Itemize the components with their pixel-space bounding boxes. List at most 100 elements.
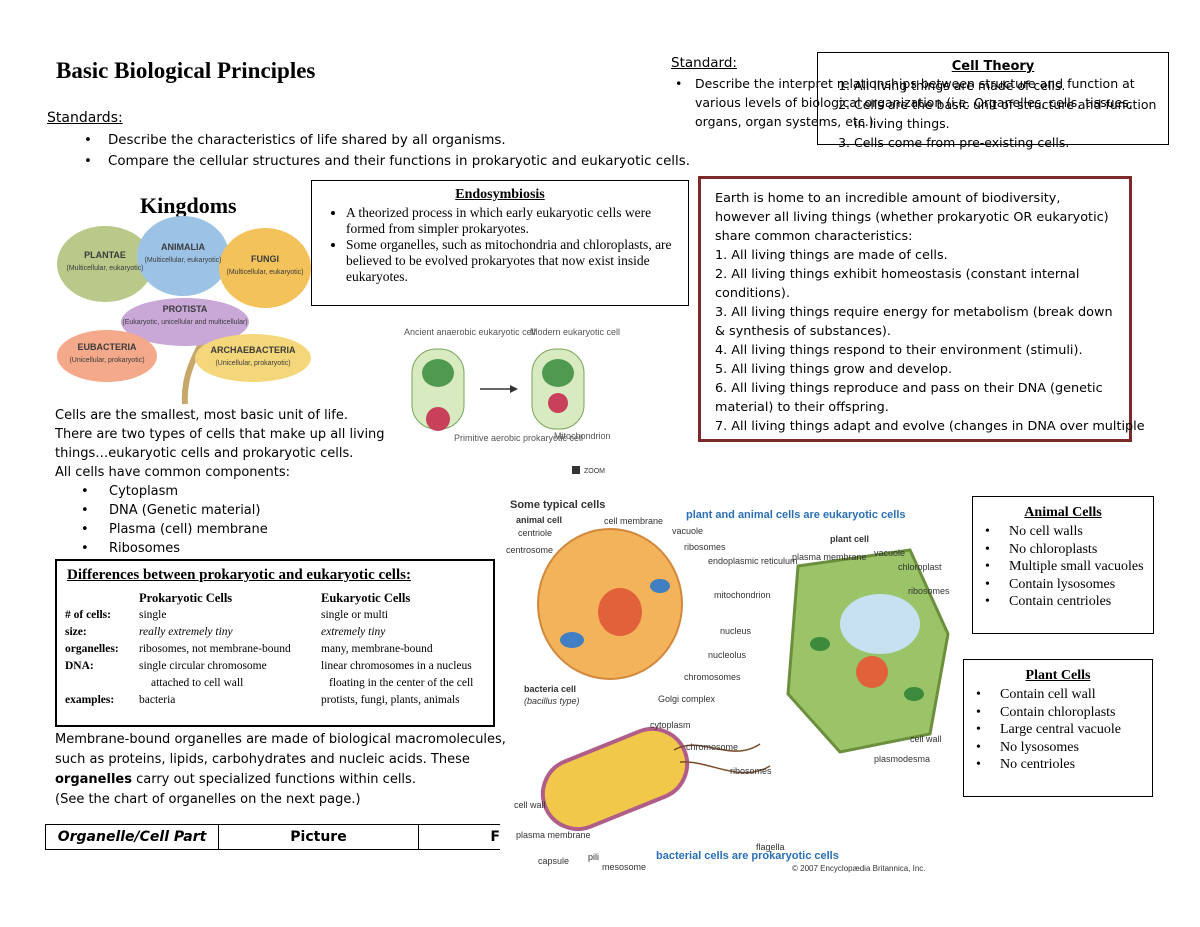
standards-label: Standards: [47,110,123,126]
cells-line: Cells are the smallest, most basic unit … [55,408,349,423]
col-eukaryotic: Eukaryotic Cells [321,591,411,605]
aerobic-label: Primitive aerobic prokaryotic cell [454,433,583,443]
label-cell-wall-bacteria: cell wall [514,800,546,810]
diversity-item: 6. All living things reproduce and pass … [715,381,1103,415]
eu-cell: floating in the center of the cell [329,677,474,689]
diversity-intro: Earth is home to an incredible amount of… [715,191,1109,244]
endosymbiosis-box: Endosymbiosis A theorized process in whi… [311,180,689,306]
bacillus-label: (bacillus type) [524,696,580,706]
archaebacteria-desc: (Unicellular, prokaryotic) [215,360,290,367]
eukaryotic-caption: plant and animal cells are eukaryotic ce… [686,509,906,521]
label-golgi: Golgi complex [658,694,716,704]
table-row: # of cells: single single or multi [65,607,479,624]
animal-item: No cell walls [973,523,1153,541]
eu-cell: many, membrane-bound [321,643,433,655]
standard2-body: Describe the interpret relationships bet… [695,76,1135,129]
table-row: attached to cell wall floating in the ce… [65,675,479,692]
endosymbiosis-item: Some organelles, such as mitochondria an… [346,237,680,285]
standard2-text: • Describe the interpret relationships b… [675,74,1165,131]
label-cytoplasm: cytoplasm [650,720,691,730]
row-label: examples: [65,694,115,706]
macro-line: Membrane-bound organelles are made of bi… [55,732,506,747]
component-item: Plasma (cell) membrane [55,520,385,539]
animal-nucleus [598,588,642,636]
cell-theory-item: All living things are made of cells. [854,76,1168,95]
animal-item: Contain centrioles [973,593,1153,611]
table-row: organelles: ribosomes, not membrane-boun… [65,641,479,658]
plantae-label: PLANTAE [84,250,126,260]
ancient-cell-label: Ancient anaerobic eukaryotic cell [404,327,536,337]
label-plasma-membrane-bacteria: plasma membrane [516,830,591,840]
table-row: examples: bacteria protists, fungi, plan… [65,692,479,709]
diversity-box: Earth is home to an incredible amount of… [698,176,1145,442]
macro-line: such as proteins, lipids, carbohydrates … [55,752,470,767]
component-item: Cytoplasm [55,482,385,501]
archaebacteria-label: ARCHAEBACTERIA [211,345,296,355]
row-label: size: [65,626,87,638]
differences-table: Prokaryotic Cells Eukaryotic Cells # of … [65,590,479,709]
eubacteria-desc: (Unicellular, prokaryotic) [69,357,144,364]
component-item: DNA (Genetic material) [55,501,385,520]
eubacteria-label: EUBACTERIA [77,342,137,352]
fungi-petal [219,228,311,308]
label-vacuole: vacuole [672,526,703,536]
eubacteria-petal [57,330,157,382]
cells-line: All cells have common components: [55,465,291,480]
animal-item: Multiple small vacuoles [973,558,1153,576]
eu-cell: protists, fungi, plants, animals [321,694,460,706]
header-function: F [418,824,500,850]
archaebacteria-petal [195,334,311,382]
organelles-bold: organelles [55,772,132,787]
label-flagella: flagella [756,842,785,852]
label-centrosome: centrosome [506,545,553,555]
cell-theory-item: Cells come from pre-existing cells. [854,133,1168,152]
label-cell-membrane: cell membrane [604,516,663,526]
endosymbiosis-item: A theorized process in which early eukar… [346,205,680,237]
kingdoms-diagram: PLANTAE ANIMALIA FUNGI PROTISTA EUBACTER… [57,216,311,405]
pro-cell: attached to cell wall [151,677,244,689]
macro-line: organelles carry out specialized functio… [55,770,506,790]
plant-item: No lysosomes [964,739,1152,757]
prokaryotic-caption: bacterial cells are prokaryotic cells [656,850,839,862]
eu-cell: linear chromosomes in a nucleus [321,660,472,672]
diversity-item: 3. All living things require energy for … [715,305,1113,339]
label-pili: pili [588,852,599,862]
diversity-item: 2. All living things exhibit homeostasis… [715,267,1080,301]
plant-item: No centrioles [964,756,1152,774]
standard-item: Compare the cellular structures and thei… [84,151,690,172]
cell-theory-item: Cells are the basic unit of structure an… [854,95,1168,133]
protista-label: PROTISTA [163,304,208,314]
macro-line-rest: carry out specialized functions within c… [131,772,416,787]
label-plasmodesma: plasmodesma [874,754,930,764]
diversity-item: 1. All living things are made of cells. [715,248,948,263]
label-cell-wall: cell wall [910,734,942,744]
plantae-petal [57,226,153,302]
standards-list: Describe the characteristics of life sha… [84,130,690,172]
header-picture: Picture [218,824,419,850]
plant-item: Large central vacuole [964,721,1152,739]
mitochondrion-label: Mitochondrion [554,431,611,441]
plant-item: Contain cell wall [964,686,1152,704]
label-chloroplast: chloroplast [898,562,942,572]
animal-item: Contain lysosomes [973,576,1153,594]
page-title: Basic Biological Principles [56,58,316,83]
animal-cells-box: Animal Cells No cell walls No chloroplas… [972,496,1154,634]
animalia-label: ANIMALIA [161,242,205,252]
zoom-icon[interactable]: ZOOM [572,466,605,475]
cells-line: There are two types of cells that make u… [55,427,385,442]
pro-cell: single [139,609,167,621]
table-header-row: Organelle/Cell Part Picture F [45,824,500,850]
endosymbiosis-diagram: Ancient anaerobic eukaryotic cell Modern… [404,327,620,475]
zoom-label[interactable]: ZOOM [584,468,605,475]
label-nucleolus: nucleolus [708,650,747,660]
table-row: DNA: single circular chromosome linear c… [65,658,479,675]
label-capsule: capsule [538,856,569,866]
copyright-label: © 2007 Encyclopædia Britannica, Inc. [792,864,926,873]
kingdoms-title: Kingdoms [140,193,237,218]
label-ribosomes: ribosomes [684,542,726,552]
animalia-petal [137,216,229,296]
pro-cell: bacteria [139,694,176,706]
plant-vacuole [840,594,920,654]
protista-petal [121,298,249,346]
label-ribosomes-plant: ribosomes [908,586,950,596]
